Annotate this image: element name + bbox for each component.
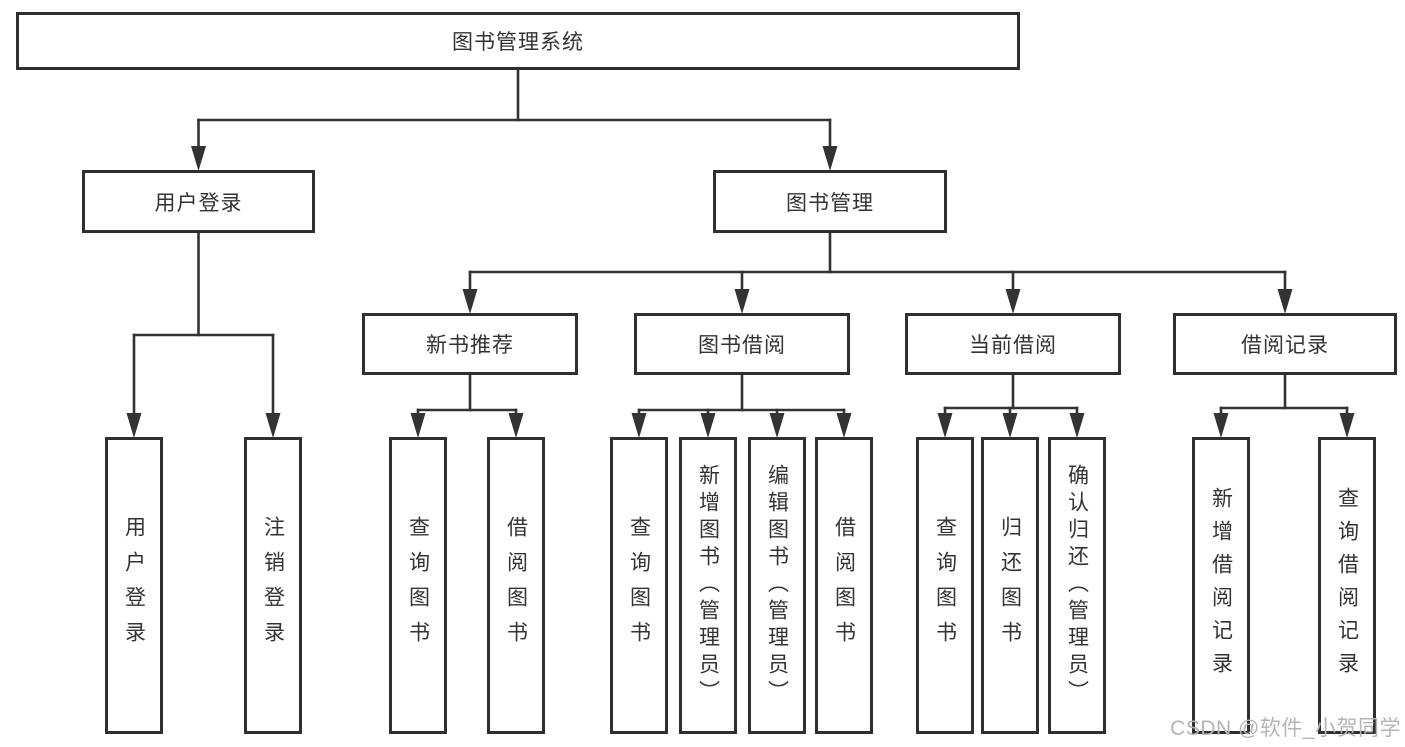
- arrowhead-icon: [1005, 289, 1021, 314]
- arrowhead-icon: [508, 413, 524, 438]
- node-new-book-recommend: 新书推荐: [362, 313, 578, 375]
- node-current-query-books: 查询图书: [916, 437, 974, 734]
- node-borrowing-records: 借阅记录: [1173, 313, 1397, 375]
- arrowhead-icon: [126, 413, 142, 438]
- arrowhead-icon: [700, 413, 716, 438]
- node-add-books-admin: 新增图书（管理员）: [679, 437, 737, 734]
- node-user-login-action: 用户登录: [105, 437, 163, 734]
- arrowhead-icon: [1277, 289, 1293, 314]
- node-book-management: 图书管理: [713, 170, 947, 233]
- node-recommend-query-books: 查询图书: [389, 437, 447, 734]
- arrowhead-icon: [410, 413, 426, 438]
- arrowhead-icon: [769, 413, 785, 438]
- arrowhead-icon: [1339, 413, 1355, 438]
- arrowhead-icon: [1069, 413, 1085, 438]
- node-library-system: 图书管理系统: [16, 12, 1020, 70]
- node-add-borrow-record: 新增借阅记录: [1192, 437, 1250, 734]
- arrowhead-icon: [191, 146, 206, 171]
- node-user-login-module: 用户登录: [82, 170, 315, 233]
- node-edit-books-admin: 编辑图书（管理员）: [748, 437, 806, 734]
- node-recommend-borrow-books: 借阅图书: [487, 437, 545, 734]
- node-logout-action: 注销登录: [244, 437, 302, 734]
- arrowhead-icon: [1002, 413, 1018, 438]
- node-book-borrowing: 图书借阅: [634, 313, 850, 375]
- arrowhead-icon: [836, 413, 852, 438]
- arrowhead-icon: [631, 413, 647, 438]
- node-borrowing-borrow-books: 借阅图书: [815, 437, 873, 734]
- node-confirm-return-admin: 确认归还（管理员）: [1048, 437, 1106, 734]
- node-query-borrow-record: 查询借阅记录: [1318, 437, 1376, 734]
- arrowhead-icon: [265, 413, 281, 438]
- arrowhead-icon: [1213, 413, 1229, 438]
- arrowhead-icon: [937, 413, 953, 438]
- node-borrowing-query-books: 查询图书: [610, 437, 668, 734]
- node-return-books: 归还图书: [981, 437, 1039, 734]
- node-current-borrowing: 当前借阅: [905, 313, 1121, 375]
- watermark-text: CSDN @软件_小贺同学: [1170, 717, 1401, 740]
- arrowhead-icon: [734, 289, 750, 314]
- arrowhead-icon: [822, 146, 838, 171]
- arrowhead-icon: [462, 289, 478, 314]
